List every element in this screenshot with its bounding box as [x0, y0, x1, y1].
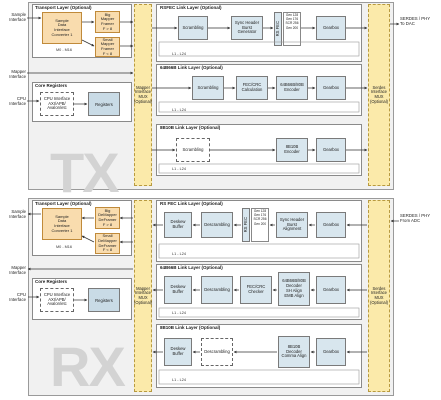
rx-64b66b-deskew: Deskew Buffer — [164, 276, 192, 304]
rx-transport-lanes: M0 - M16 — [56, 245, 73, 249]
rx-rsfec-descrambling: Descrambling — [201, 212, 233, 238]
rx-mapper-mux: Mapper Interface MUX (Optional) — [134, 200, 152, 392]
rx-rsfec-table-row: SCR 256 — [253, 217, 267, 222]
tx-rsfec-lanes: L1 - L24 — [172, 52, 186, 56]
rx-8b10b-lanes: L1 - L24 — [172, 378, 186, 382]
tx-8b10b-scrambling: Scrambling — [176, 138, 210, 162]
rx-sample-data-block: Sample Data Interface Converter 1 — [42, 208, 82, 240]
tx-small-mapper-block: Small Mapper Framer F < 8 — [95, 37, 120, 57]
tx-64b66b-lanes: L1 - L24 — [172, 108, 186, 112]
tx-64b66b-title: 64B66B Link Layer (Optional) — [160, 65, 223, 70]
rx-rsfec-table: Gen 128 Gen 176 SCR 256 Gen 200 — [251, 208, 269, 242]
rx-8b10b-deskew: Deskew Buffer — [164, 338, 192, 366]
tx-cpu-interface-block: CPU Interface AXI/APB/ Avalon/etc — [40, 92, 74, 116]
rx-cpu-interface-block: CPU Interface AXI/APB/ Avalon/etc — [40, 288, 74, 312]
tx-sample-interface-label: Sample Interface — [9, 12, 26, 22]
tx-rsfec-table-row: Gen 200 — [285, 25, 299, 30]
tx-8b10b-title: 8B10B Link Layer (Optional) — [160, 125, 221, 130]
rx-mode-watermark: RX — [50, 335, 126, 398]
rx-rsfec-title: RS FEC Link Layer (Optional) — [160, 201, 223, 206]
rx-rsfec-sync-alignment: Sync Header Burst Alignment — [276, 212, 308, 238]
rx-64b66b-gearbox: Gearbox — [316, 276, 346, 304]
tx-core-registers-title: Core Registers — [35, 83, 68, 88]
rx-8b10b-descrambling: Descrambling — [201, 338, 233, 366]
tx-transport-lanes: M0 - M16 — [56, 48, 73, 52]
rx-rsfec-table-row: Gen 128 — [253, 209, 267, 213]
rx-8b10b-decoder: 8B10B Decoder Comma Align — [278, 336, 310, 368]
rx-64b66b-lanes: L1 - L24 — [172, 311, 186, 315]
rx-64b66b-decoder: 64B66B/80B Decoder SH Align EMB Align — [278, 272, 310, 306]
tx-rsfec-scrambling: Scrambling — [178, 16, 208, 40]
rx-serdes-phy-label: SERDES / PHY From ADC — [400, 213, 431, 223]
rx-registers-block: Registers — [88, 288, 120, 312]
rx-64b66b-descrambling: Descrambling — [201, 276, 233, 304]
rx-rsfec-table-row: Gen 200 — [253, 221, 267, 226]
tx-sample-data-block: Sample Data Interface Converter 1 — [42, 12, 82, 44]
tx-transport-title: Transport Layer (Optional) — [35, 5, 92, 10]
rx-sample-interface-label: Sample Interface — [9, 209, 26, 219]
tx-mapper-interface-label: Mapper Interface — [9, 69, 26, 79]
tx-rsfec-sync-generator: Sync Header Burst Generator — [231, 16, 263, 40]
tx-rsfec-table-row: Gen 176 — [285, 17, 299, 22]
rx-rsfec-gearbox: Gearbox — [316, 212, 346, 238]
rx-rsfec-fec-label: RS FEC — [242, 208, 250, 242]
rx-small-demapper-block: Small DeMapper DeFramer F < 8 — [95, 233, 120, 254]
rx-big-demapper-block: Big DeMapper DeFramer F > 8 — [95, 207, 120, 229]
tx-64b66b-fec-calc: FEC/CRC Calculation — [236, 76, 268, 100]
tx-serdes-mux: Serdes Interface MUX (Optional) — [368, 4, 390, 186]
rx-rsfec-table-row: Gen 176 — [253, 213, 267, 218]
tx-registers-block: Registers — [88, 92, 120, 116]
tx-rsfec-table-row: SCR 256 — [285, 21, 299, 26]
tx-8b10b-encoder: 8B10B Encoder — [276, 138, 308, 162]
tx-sample-small-arrow — [81, 39, 95, 47]
tx-8b10b-gearbox: Gearbox — [316, 138, 346, 162]
tx-cpu-interface-label: CPU Interface — [9, 96, 26, 106]
tx-8b10b-lanes: L1 - L24 — [172, 167, 186, 171]
rx-mapper-interface-label: Mapper Interface — [9, 265, 26, 275]
tx-rsfec-table: Gen 128 Gen 176 SCR 256 Gen 200 — [283, 12, 301, 46]
tx-64b66b-scrambling: Scrambling — [192, 76, 224, 100]
rx-rsfec-lanes: L1 - L24 — [172, 252, 186, 256]
tx-mapper-mux: Mapper Interface MUX (Optional) — [134, 4, 152, 186]
tx-64b66b-gearbox: Gearbox — [316, 76, 346, 100]
tx-serdes-phy-label: SERDES / PHY To DAC — [400, 16, 431, 26]
rx-rsfec-deskew: Deskew Buffer — [164, 212, 192, 238]
tx-mode-watermark: TX — [50, 141, 120, 204]
rx-cpu-interface-label: CPU Interface — [9, 292, 26, 302]
rx-serdes-mux: Serdes Interface MUX (Optional) — [368, 200, 390, 392]
tx-rsfec-table-row: Gen 128 — [285, 13, 299, 17]
rx-transport-title: Transport Layer (Optional) — [35, 201, 92, 206]
tx-64b66b-encoder: 64B66B/80B Encoder — [276, 76, 308, 100]
tx-rsfec-gearbox: Gearbox — [316, 16, 346, 40]
rx-64b66b-fec-checker: FEC/CRC Checker — [240, 276, 272, 304]
tx-rsfec-fec-label: RS FEC — [274, 12, 282, 46]
rx-core-registers-title: Core Registers — [35, 279, 68, 284]
tx-rsfec-title: RSFEC Link Layer (Optional) — [160, 5, 222, 10]
rx-8b10b-gearbox: Gearbox — [316, 338, 346, 366]
rx-8b10b-title: 8B10B Link Layer (Optional) — [160, 325, 221, 330]
tx-big-mapper-block: Big Mapper Framer F > 8 — [95, 11, 120, 33]
rx-64b66b-title: 64B66B Link Layer (Optional) — [160, 265, 223, 270]
